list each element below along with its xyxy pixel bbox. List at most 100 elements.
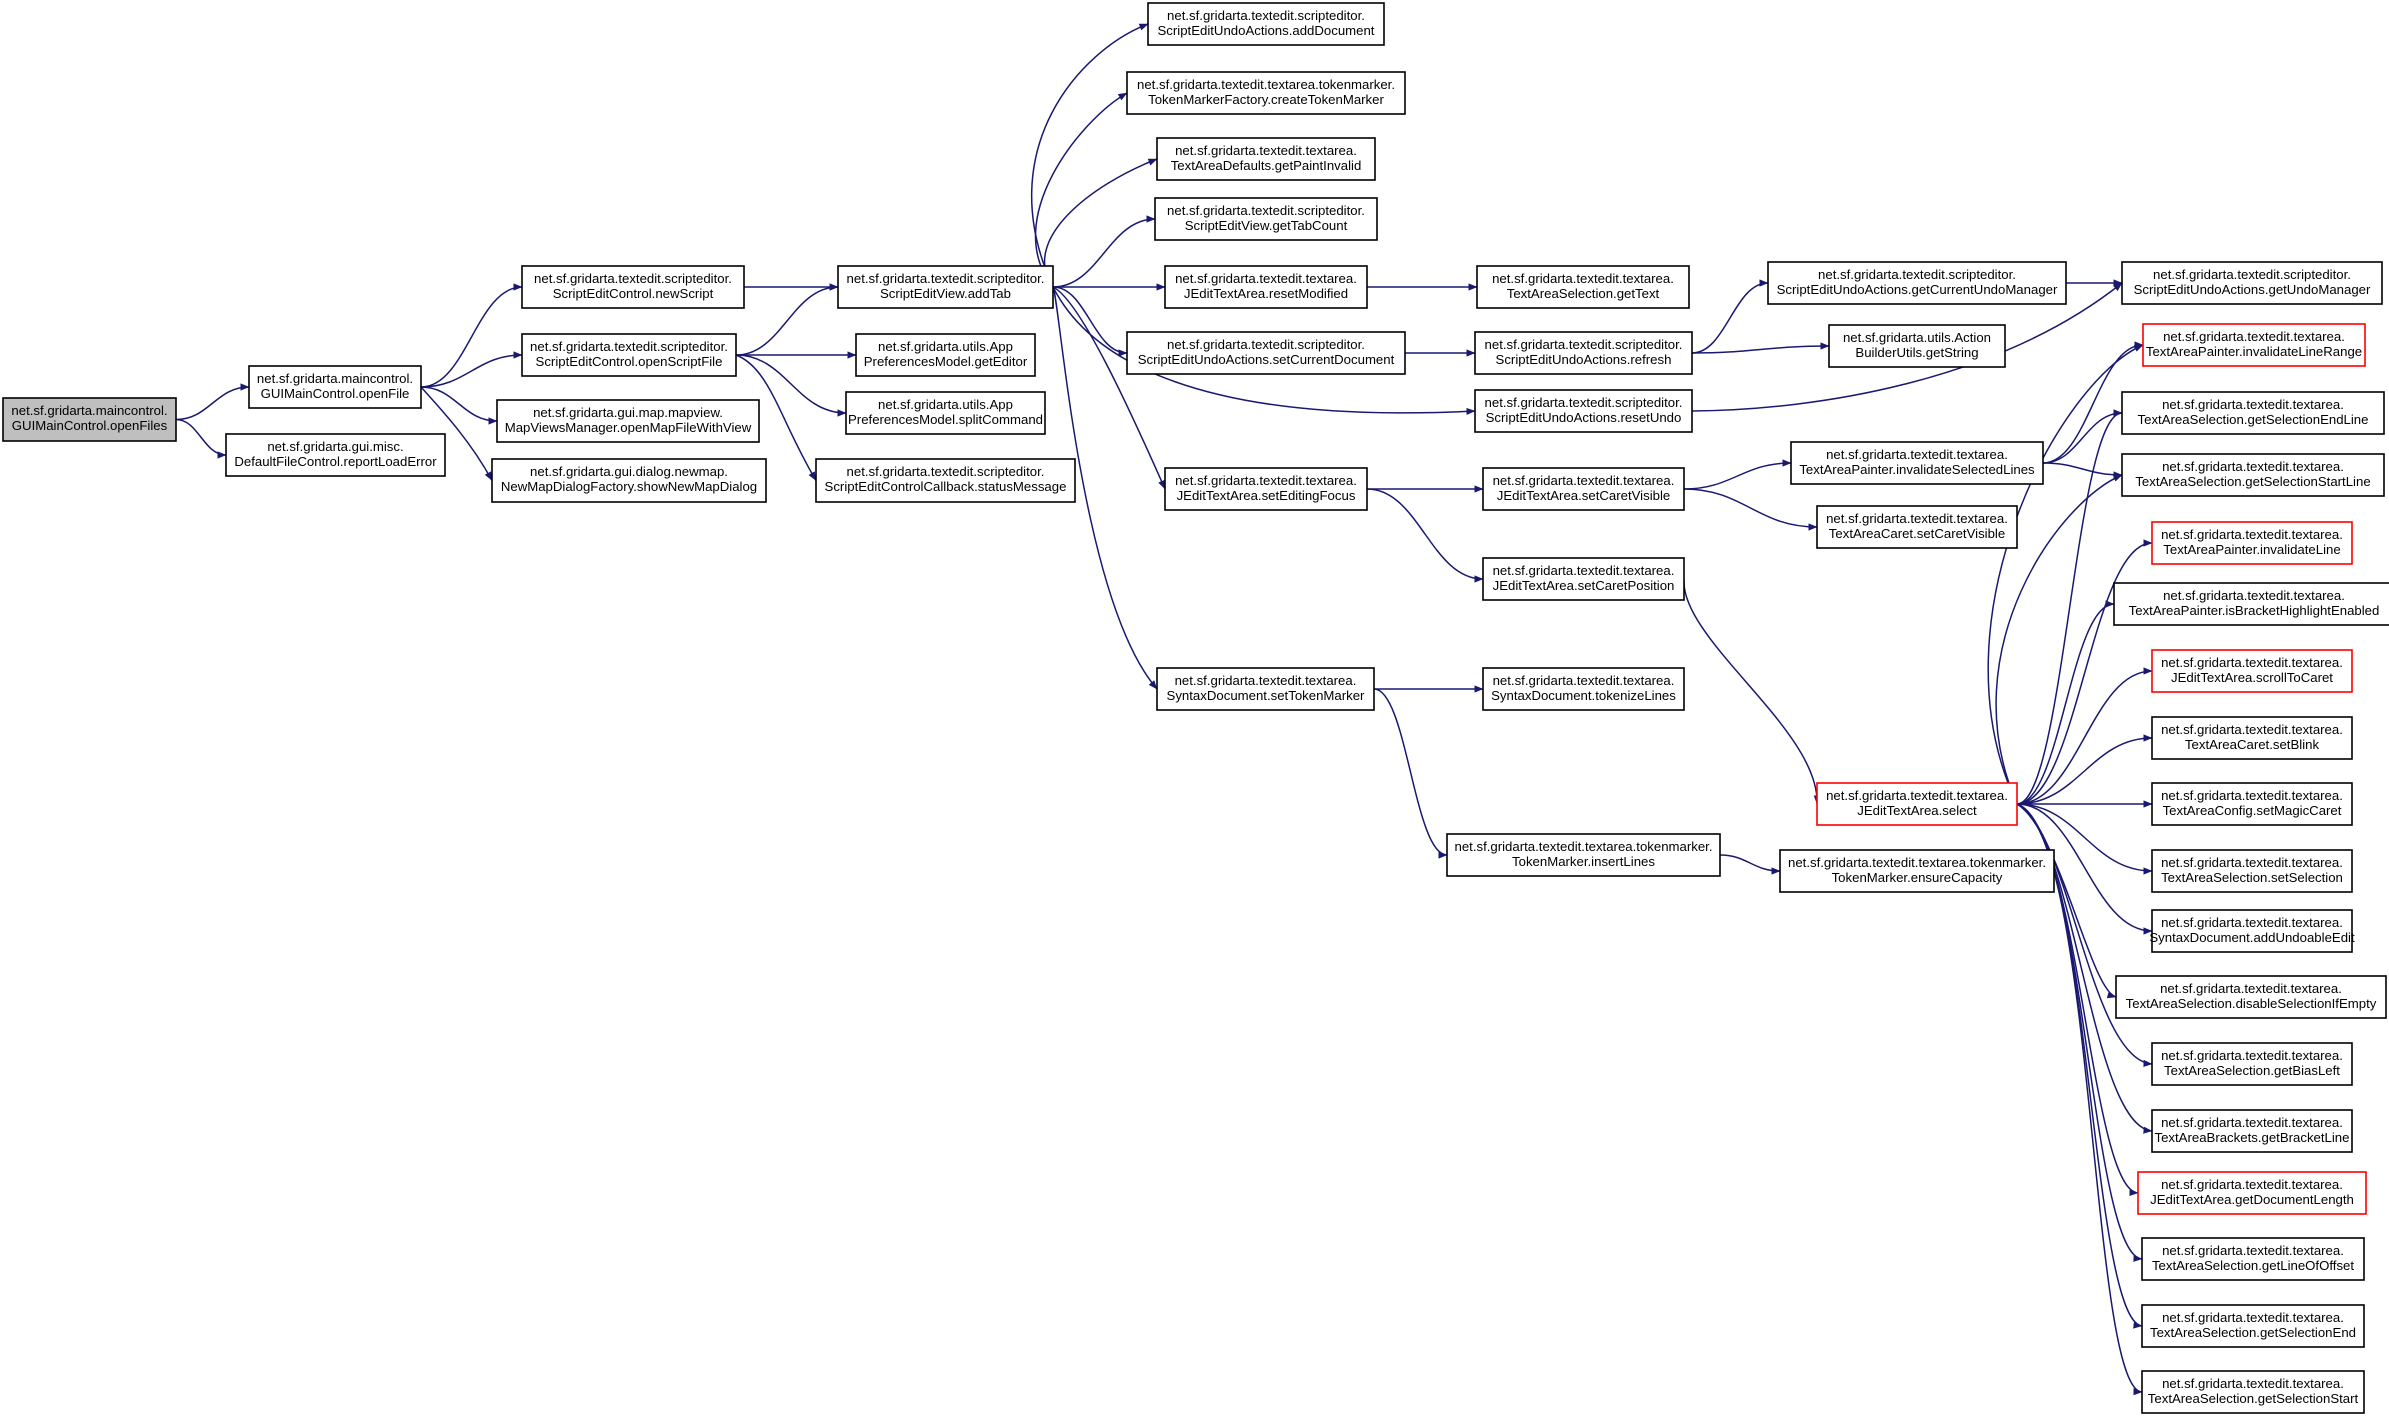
- graph-node[interactable]: net.sf.gridarta.textedit.textarea.TextAr…: [2151, 521, 2353, 565]
- graph-node[interactable]: net.sf.gridarta.gui.misc.DefaultFileCont…: [225, 433, 446, 477]
- node-label-line: net.sf.gridarta.textedit.scripteditor.: [1485, 395, 1683, 410]
- node-label-line: net.sf.gridarta.textedit.scripteditor.: [847, 271, 1045, 286]
- graph-node[interactable]: net.sf.gridarta.textedit.scripteditor.Sc…: [815, 458, 1076, 503]
- node-label-line: TextAreaPainter.invalidateSelectedLines: [1799, 462, 2035, 477]
- node-box: [2141, 1304, 2365, 1348]
- graph-node[interactable]: net.sf.gridarta.textedit.textarea.JEditT…: [1482, 557, 1685, 601]
- graph-node[interactable]: net.sf.gridarta.textedit.textarea.TextAr…: [2121, 391, 2385, 435]
- graph-node[interactable]: net.sf.gridarta.textedit.textarea.TextAr…: [2151, 782, 2353, 826]
- graph-node[interactable]: net.sf.gridarta.maincontrol.GUIMainContr…: [248, 365, 422, 409]
- node-box: [2151, 649, 2353, 693]
- graph-node[interactable]: net.sf.gridarta.textedit.textarea.JEditT…: [2151, 649, 2353, 693]
- node-label-line: net.sf.gridarta.textedit.textarea.: [2161, 1048, 2343, 1063]
- node-label-line: net.sf.gridarta.textedit.textarea.: [1175, 143, 1357, 158]
- call-edge: [735, 354, 817, 481]
- node-box: [815, 458, 1076, 503]
- node-label-line: net.sf.gridarta.textedit.textarea.: [2162, 1243, 2344, 1258]
- node-label-line: net.sf.gridarta.textedit.textarea.: [1492, 271, 1674, 286]
- graph-node[interactable]: net.sf.gridarta.textedit.textarea.TextAr…: [2141, 1304, 2365, 1348]
- call-edge: [1052, 215, 1156, 288]
- node-label-line: NewMapDialogFactory.showNewMapDialog: [501, 479, 757, 494]
- node-label-line: net.sf.gridarta.gui.misc.: [267, 439, 403, 454]
- graph-node[interactable]: net.sf.gridarta.textedit.textarea.TextAr…: [2115, 975, 2387, 1019]
- graph-node[interactable]: net.sf.gridarta.textedit.textarea.TextAr…: [1816, 505, 2018, 549]
- graph-node[interactable]: net.sf.gridarta.textedit.textarea.Syntax…: [1156, 667, 1375, 711]
- node-label-line: net.sf.gridarta.textedit.textarea.: [1175, 673, 1357, 688]
- graph-node[interactable]: net.sf.gridarta.textedit.textarea.TextAr…: [2141, 1370, 2365, 1414]
- graph-node[interactable]: net.sf.gridarta.textedit.scripteditor.Sc…: [521, 333, 737, 377]
- node-label-line: net.sf.gridarta.maincontrol.: [11, 403, 167, 418]
- edges-layer: [175, 23, 2153, 1396]
- call-edge: [420, 351, 523, 388]
- graph-node[interactable]: net.sf.gridarta.textedit.textarea.TextAr…: [2151, 1042, 2353, 1086]
- graph-node[interactable]: net.sf.gridarta.textedit.textarea.JEditT…: [1164, 467, 1368, 511]
- graph-node[interactable]: net.sf.gridarta.textedit.scripteditor.Sc…: [1126, 331, 1406, 375]
- call-edge: [175, 383, 250, 421]
- graph-node[interactable]: net.sf.gridarta.textedit.textarea.TextAr…: [2151, 716, 2353, 760]
- graph-node[interactable]: net.sf.gridarta.textedit.textarea.TextAr…: [2151, 849, 2353, 893]
- node-label-line: TextAreaPainter.invalidateLine: [2163, 542, 2340, 557]
- graph-node[interactable]: net.sf.gridarta.textedit.textarea.TextAr…: [1476, 265, 1690, 309]
- node-label-line: net.sf.gridarta.textedit.textarea.: [2161, 1177, 2343, 1192]
- graph-node[interactable]: net.sf.gridarta.textedit.textarea.JEditT…: [2137, 1171, 2367, 1215]
- node-box: [521, 265, 745, 309]
- graph-node[interactable]: net.sf.gridarta.textedit.scripteditor.Sc…: [1474, 389, 1693, 433]
- call-edge: [2016, 803, 2117, 999]
- node-label-line: SyntaxDocument.setTokenMarker: [1167, 688, 1366, 703]
- node-label-line: net.sf.gridarta.textedit.textarea.: [2162, 459, 2344, 474]
- graph-node[interactable]: net.sf.gridarta.textedit.textarea.TextAr…: [1156, 137, 1376, 181]
- graph-node[interactable]: net.sf.gridarta.textedit.textarea.tokenm…: [1779, 849, 2055, 893]
- graph-node[interactable]: net.sf.gridarta.utils.ActionBuilderUtils…: [1828, 324, 2006, 368]
- call-edge: [1031, 23, 1149, 288]
- graph-node[interactable]: net.sf.gridarta.textedit.textarea.Syntax…: [1482, 667, 1685, 711]
- node-label-line: ScriptEditUndoActions.setCurrentDocument: [1138, 352, 1395, 367]
- node-label-line: ScriptEditUndoActions.refresh: [1496, 352, 1672, 367]
- graph-node[interactable]: net.sf.gridarta.gui.map.mapview.MapViews…: [496, 399, 760, 443]
- graph-node[interactable]: net.sf.gridarta.maincontrol.GUIMainContr…: [2, 397, 177, 442]
- graph-node[interactable]: net.sf.gridarta.textedit.textarea.TextAr…: [1790, 441, 2044, 485]
- node-box: [2141, 1370, 2365, 1414]
- graph-node[interactable]: net.sf.gridarta.textedit.textarea.JEditT…: [1164, 265, 1368, 309]
- node-label-line: net.sf.gridarta.textedit.textarea.: [1826, 447, 2008, 462]
- graph-node[interactable]: net.sf.gridarta.utils.AppPreferencesMode…: [855, 333, 1036, 377]
- graph-node[interactable]: net.sf.gridarta.textedit.textarea.TextAr…: [2151, 1109, 2353, 1153]
- graph-node[interactable]: net.sf.gridarta.textedit.textarea.JEditT…: [1482, 467, 1685, 511]
- node-label-line: JEditTextArea.resetModified: [1184, 286, 1348, 301]
- node-label-line: net.sf.gridarta.textedit.textarea.: [2161, 788, 2343, 803]
- node-label-line: TextAreaSelection.getLineOfOffset: [2152, 1258, 2354, 1273]
- node-box: [1816, 782, 2018, 826]
- node-label-line: net.sf.gridarta.textedit.scripteditor.: [1167, 8, 1365, 23]
- graph-node[interactable]: net.sf.gridarta.textedit.scripteditor.Sc…: [1147, 2, 1385, 46]
- graph-node[interactable]: net.sf.gridarta.textedit.scripteditor.Sc…: [1154, 197, 1378, 241]
- graph-node[interactable]: net.sf.gridarta.textedit.scripteditor.Sc…: [1767, 261, 2067, 305]
- graph-node[interactable]: net.sf.gridarta.textedit.scripteditor.Sc…: [2121, 261, 2383, 305]
- graph-node[interactable]: net.sf.gridarta.textedit.textarea.tokenm…: [1126, 71, 1406, 115]
- graph-node[interactable]: net.sf.gridarta.textedit.textarea.JEditT…: [1816, 782, 2018, 826]
- node-box: [2141, 1237, 2365, 1281]
- node-label-line: net.sf.gridarta.textedit.textarea.: [2161, 855, 2343, 870]
- graph-node[interactable]: net.sf.gridarta.textedit.scripteditor.Sc…: [1474, 331, 1693, 375]
- node-label-line: net.sf.gridarta.utils.App: [878, 339, 1013, 354]
- node-box: [491, 458, 767, 503]
- node-label-line: net.sf.gridarta.gui.map.mapview.: [533, 405, 723, 420]
- graph-node[interactable]: net.sf.gridarta.textedit.textarea.TextAr…: [2121, 453, 2385, 497]
- node-box: [2151, 716, 2353, 760]
- node-label-line: net.sf.gridarta.textedit.textarea.tokenm…: [1137, 77, 1395, 92]
- graph-node[interactable]: net.sf.gridarta.textedit.scripteditor.Sc…: [521, 265, 745, 309]
- node-box: [1476, 265, 1690, 309]
- graph-node[interactable]: net.sf.gridarta.textedit.scripteditor.Sc…: [837, 265, 1054, 309]
- graph-node[interactable]: net.sf.gridarta.textedit.textarea.TextAr…: [2142, 323, 2366, 367]
- call-edge: [2016, 667, 2153, 805]
- graph-node[interactable]: net.sf.gridarta.textedit.textarea.tokenm…: [1446, 833, 1721, 877]
- graph-node[interactable]: net.sf.gridarta.textedit.textarea.TextAr…: [2141, 1237, 2365, 1281]
- node-label-line: TextAreaSelection.getSelectionStart: [2148, 1391, 2359, 1406]
- node-label-line: net.sf.gridarta.textedit.scripteditor.: [534, 271, 732, 286]
- graph-node[interactable]: net.sf.gridarta.utils.AppPreferencesMode…: [845, 391, 1046, 435]
- node-box: [248, 365, 422, 409]
- graph-node[interactable]: net.sf.gridarta.textedit.textarea.TextAr…: [2113, 582, 2389, 626]
- node-box: [2121, 261, 2383, 305]
- graph-node[interactable]: net.sf.gridarta.textedit.textarea.Syntax…: [2149, 909, 2355, 953]
- graph-node[interactable]: net.sf.gridarta.gui.dialog.newmap.NewMap…: [491, 458, 767, 503]
- call-edge: [1683, 578, 1821, 805]
- node-box: [2151, 909, 2353, 953]
